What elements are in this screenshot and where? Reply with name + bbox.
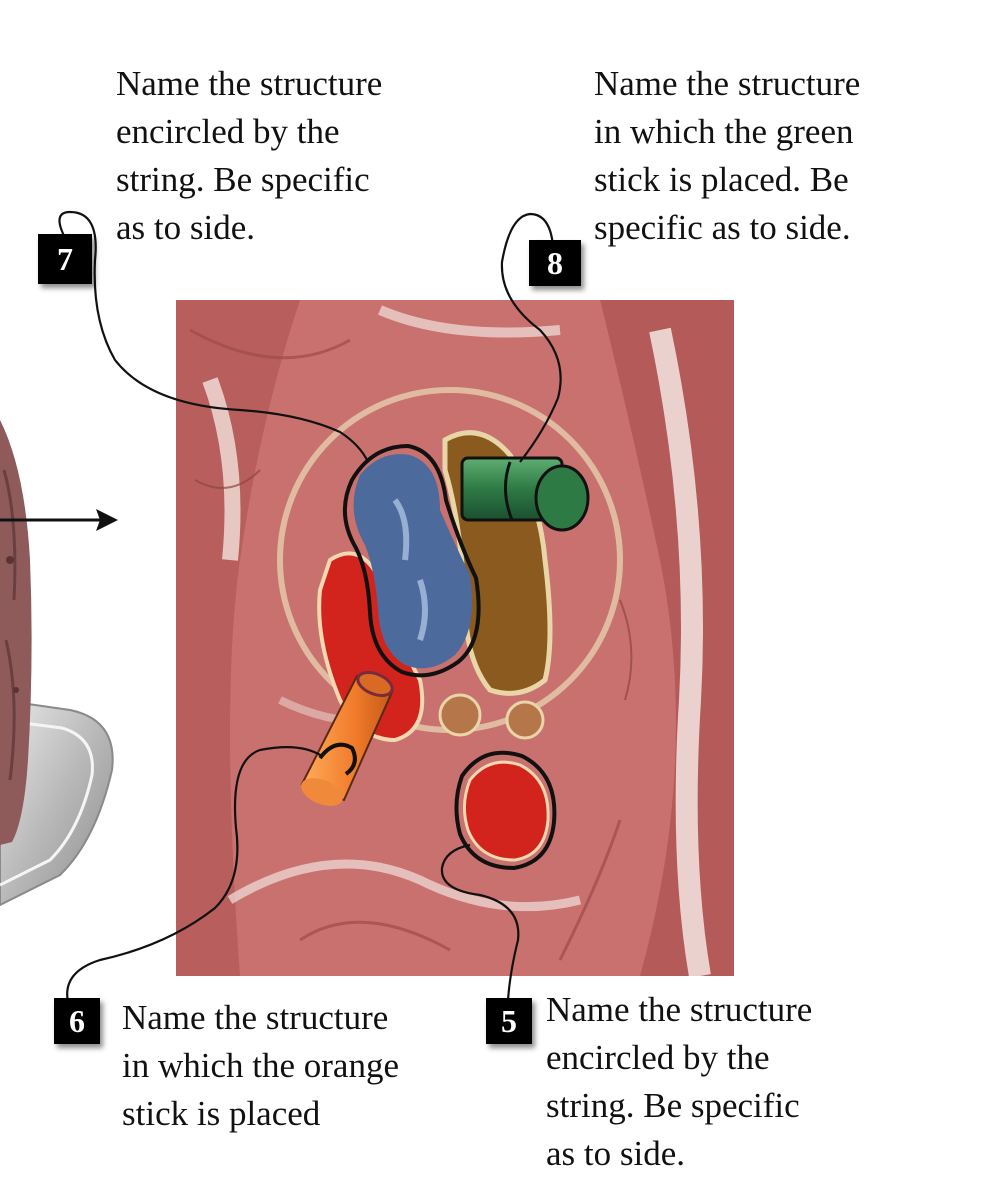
lung-specimen [0, 420, 32, 845]
question-5-text: Name the structure encircled by the stri… [546, 990, 813, 1173]
string-loop-5 [454, 750, 557, 870]
pointer-arrow [0, 509, 118, 531]
string-7 [58, 210, 369, 463]
orange-stick [300, 671, 394, 806]
green-stick [460, 456, 590, 532]
string-loop-6 [318, 742, 357, 776]
pulmonary-vein [353, 454, 473, 669]
question-8-text: Name the structure in which the green st… [594, 64, 861, 247]
string-loops [318, 444, 557, 870]
string-5 [440, 843, 520, 1001]
string-6 [66, 746, 323, 1003]
lower-vessel [463, 760, 550, 862]
lymph-node [505, 700, 545, 740]
label-badge-5: 5 [486, 998, 532, 1044]
question-7-text: Name the structure encircled by the stri… [116, 64, 383, 247]
string-8 [500, 212, 562, 463]
label-badge-6: 6 [54, 998, 100, 1044]
question-6-text: Name the structure in which the orange s… [122, 998, 399, 1133]
label-badge-7: 7 [38, 234, 92, 284]
dissection-photo [176, 300, 734, 976]
connector-strings [58, 210, 562, 1003]
label-badge-8: 8 [529, 240, 581, 286]
tray-inner-edge [0, 718, 94, 887]
string-loop-7 [342, 444, 481, 678]
lymph-node [438, 693, 482, 737]
left-specimen [0, 420, 114, 907]
